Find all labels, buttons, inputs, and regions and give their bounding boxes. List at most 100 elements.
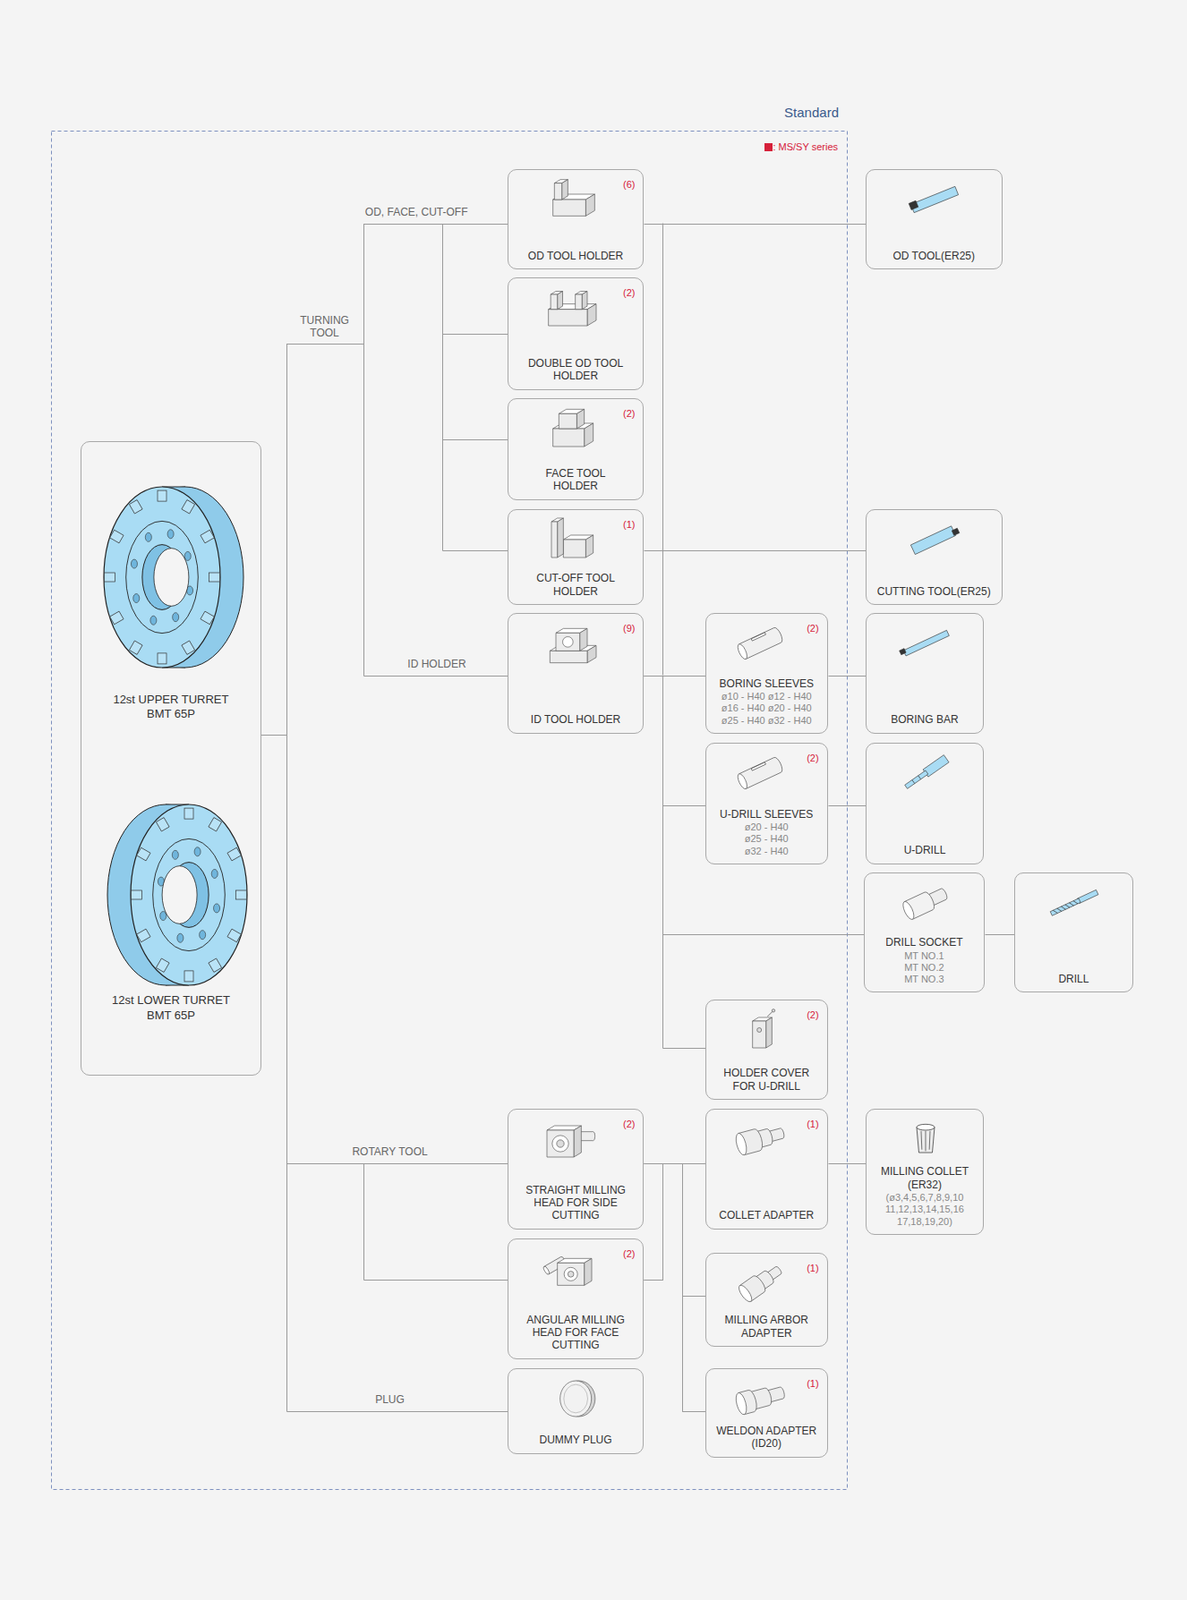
drawing-part [911, 187, 959, 214]
drawing-part [735, 626, 785, 661]
callout-slot: (1) [623, 515, 635, 532]
component-box: U-DRILL [865, 742, 984, 865]
drawing-part [136, 847, 151, 862]
callout-number: (2) [623, 287, 635, 299]
drawing-part [555, 633, 581, 652]
text-stack: FACE TOOL HOLDER [513, 467, 639, 494]
text-stack: ID TOOL HOLDER [513, 713, 639, 726]
box-label: ID TOOL HOLDER [513, 713, 639, 726]
box-label: OD TOOL HOLDER [513, 249, 639, 263]
text-stack: COLLET ADAPTER [711, 1209, 822, 1222]
drawing-part [901, 884, 951, 922]
connector [644, 550, 867, 552]
component-box: (2)DOUBLE OD TOOL HOLDER [507, 277, 645, 390]
component-box: (2)BORING SLEEVESø10 - H40 ø12 - H40 ø16… [705, 613, 829, 735]
box-label: COLLET ADAPTER [711, 1209, 822, 1222]
drawing-part [901, 900, 917, 922]
connector [644, 1164, 707, 1298]
drawing-part [157, 653, 167, 665]
branch-label: PLUG [375, 1393, 405, 1407]
box-label: MILLING ARBOR ADAPTER [711, 1314, 822, 1341]
legend: : MS/SY series [764, 141, 838, 153]
drawing-part [131, 890, 143, 900]
branch-slot: TURNING TOOL [293, 314, 357, 341]
drawing-part [208, 818, 223, 832]
component-box: (1) MILLING ARBOR ADAPTER [705, 1253, 829, 1348]
connector [262, 224, 509, 736]
callout-number: (2) [806, 1009, 819, 1021]
drawing-part [916, 1125, 935, 1132]
component-box: OD TOOL(ER25) [865, 169, 1003, 270]
branch-label: ID HOLDER [407, 657, 466, 671]
drawing-part [751, 762, 767, 771]
drawing-part [1061, 905, 1067, 911]
drawing-part [1073, 899, 1078, 906]
drawing-part [772, 1009, 776, 1013]
standard-boundary [51, 131, 848, 1491]
part-icon [533, 177, 606, 223]
drawing-part [213, 904, 221, 914]
box-label: U-DRILL SLEEVES [711, 808, 822, 821]
callout-slot: (2) [806, 1006, 819, 1023]
part-icon [889, 1117, 962, 1162]
label-slot: 12st UPPER TURRET BMT 65P [81, 692, 261, 723]
drawing-part [1053, 909, 1059, 915]
drawing-part [136, 929, 151, 943]
component-box: DUMMY PLUG [507, 1368, 645, 1455]
box-label: OD TOOL(ER25) [871, 249, 997, 263]
callout-slot: (1) [806, 1259, 819, 1276]
text-stack: OD TOOL(ER25) [871, 249, 997, 263]
part-icon [540, 1376, 613, 1422]
drawing-part [550, 294, 558, 310]
component-box: DRILL [1014, 872, 1133, 994]
drawing-part [153, 548, 189, 607]
branch-slot: ROTARY TOOL [351, 1145, 427, 1159]
component-box: (2)STRAIGHT MILLING HEAD FOR SIDE CUTTIN… [507, 1109, 645, 1230]
callout-number: (9) [623, 623, 635, 634]
component-box: CUTTING TOOL(ER25) [865, 509, 1003, 606]
callout-number: (6) [623, 179, 635, 190]
drawing-part [581, 291, 588, 310]
drawing-part [575, 294, 583, 310]
drawing-part [104, 572, 116, 582]
drawing-part [911, 524, 961, 556]
drawing-part [181, 500, 196, 514]
text-stack: BORING SLEEVESø10 - H40 ø12 - H40 ø16 - … [711, 677, 822, 727]
turret-label: 12st LOWER TURRET BMT 65P [103, 993, 239, 1024]
drawing-part [133, 594, 140, 604]
drawing-part [924, 1131, 926, 1153]
drawing-part [584, 423, 594, 447]
part-icon [898, 517, 971, 563]
connector [262, 224, 509, 736]
callout-number: (1) [623, 519, 635, 530]
drawing-part [558, 413, 577, 429]
box-label: CUTTING TOOL(ER25) [871, 585, 997, 598]
branch-label: ROTARY TOOL [351, 1145, 427, 1159]
text-stack: DRILL [1020, 973, 1127, 986]
drawing-part [1050, 889, 1100, 916]
part-icon [724, 1117, 796, 1162]
text-stack: CUTTING TOOL(ER25) [871, 585, 997, 598]
part-icon [533, 1246, 606, 1292]
callout-slot: (2) [806, 749, 819, 766]
component-box: BORING BAR [865, 613, 984, 735]
drawing-part [562, 179, 569, 200]
component-box: (2)FACE TOOL HOLDER [507, 398, 645, 501]
drawing-part [751, 632, 767, 641]
drawing-part [1069, 901, 1075, 907]
drawing-part [580, 629, 588, 652]
component-box: (1)COLLET ADAPTER [705, 1109, 829, 1230]
size-list: MT NO.1 MT NO.2 MT NO.3 [896, 950, 951, 987]
drawing-part [236, 890, 248, 900]
turret-label: 12st UPPER TURRET BMT 65P [103, 692, 239, 723]
connector [262, 344, 509, 736]
component-box: DRILL SOCKETMT NO.1 MT NO.2 MT NO.3 [863, 872, 986, 994]
drawing-part [584, 1258, 592, 1286]
component-box: (1)WELDON ADAPTER (ID20) [705, 1368, 829, 1459]
callout-number: (2) [623, 1248, 635, 1260]
callout-slot: (1) [806, 1374, 819, 1392]
text-stack: DUMMY PLUG [513, 1434, 639, 1447]
drawing-part [155, 958, 170, 973]
drawing-part [920, 1131, 923, 1151]
